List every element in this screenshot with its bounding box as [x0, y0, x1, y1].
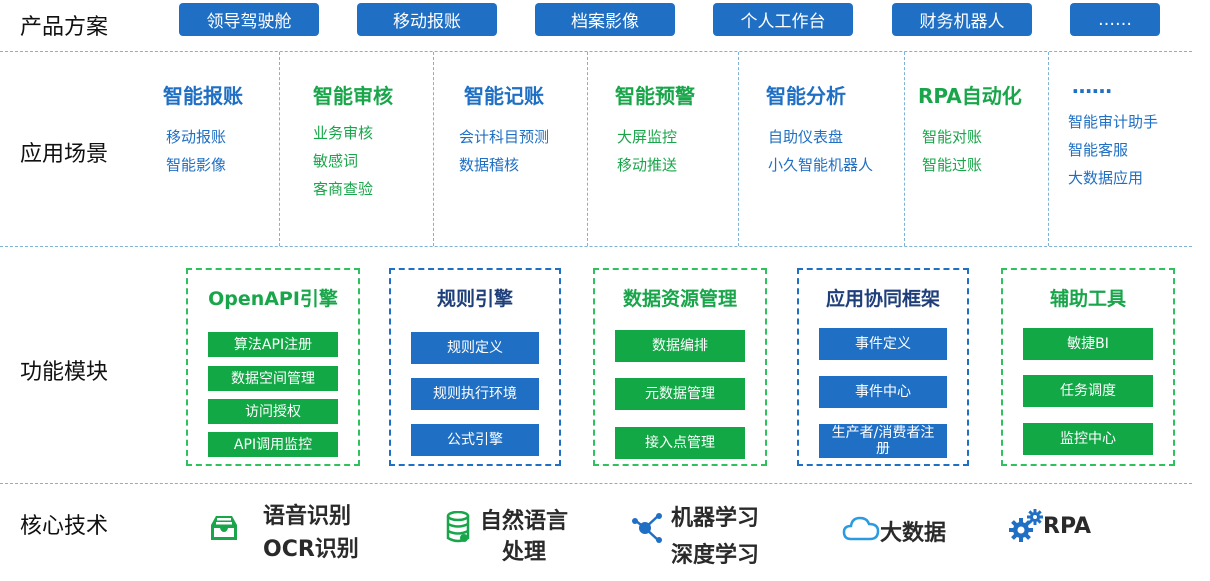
scenario-title: …… [1072, 74, 1112, 98]
module-item[interactable]: 任务调度 [1023, 375, 1153, 407]
column-divider [587, 52, 588, 246]
column-divider [1048, 52, 1049, 246]
product-button-more[interactable]: …… [1070, 3, 1160, 36]
scenario-title: 智能审核 [313, 84, 393, 108]
module-data-resource: 数据资源管理 数据编排 元数据管理 接入点管理 [593, 268, 767, 466]
module-rule-engine: 规则引擎 规则定义 规则执行环境 公式引擎 [389, 268, 561, 466]
core-tech-speech-ocr: 语音识别 OCR识别 [263, 500, 359, 566]
module-item[interactable]: 数据空间管理 [208, 366, 338, 391]
scenario-item: 小久智能机器人 [768, 156, 874, 174]
scenario-item: 自助仪表盘 [768, 128, 844, 146]
scenario-item: 智能过账 [922, 156, 983, 174]
module-item[interactable]: 接入点管理 [615, 427, 745, 459]
scenario-item: 移动推送 [617, 156, 678, 174]
product-button-mobile-expense[interactable]: 移动报账 [357, 3, 497, 36]
module-item[interactable]: 算法API注册 [208, 332, 338, 357]
product-button-finance-robot[interactable]: 财务机器人 [892, 3, 1032, 36]
core-tech-label: 处理 [502, 540, 547, 565]
core-tech-label: 自然语言 [480, 509, 569, 534]
core-tech-label: 大数据 [880, 521, 947, 546]
scenario-item: 智能客服 [1068, 141, 1129, 159]
scenario-item: 业务审核 [313, 124, 374, 142]
scenario-item: 大数据应用 [1068, 169, 1144, 187]
module-item[interactable]: API调用监控 [208, 432, 338, 457]
row-label-core-tech: 核心技术 [20, 514, 109, 539]
column-divider [279, 52, 280, 246]
column-divider [433, 52, 434, 246]
core-tech-label: 语音识别 [263, 504, 352, 529]
scenario-item: 移动报账 [166, 128, 227, 146]
module-item[interactable]: 数据编排 [615, 330, 745, 362]
scenario-title: 智能记账 [464, 84, 544, 108]
row-label-product: 产品方案 [20, 15, 109, 40]
core-tech-label: 机器学习 [671, 506, 760, 531]
module-item[interactable]: 事件中心 [819, 376, 947, 408]
scenario-item: 智能审计助手 [1068, 113, 1159, 131]
scenario-item: 会计科目预测 [459, 128, 550, 146]
scenario-item: 大屏监控 [617, 128, 678, 146]
product-button-cockpit[interactable]: 领导驾驶舱 [179, 3, 319, 36]
core-tech-ml-dl: 机器学习 深度学习 [671, 500, 759, 574]
separator-line [0, 246, 1192, 247]
network-nodes-icon [632, 513, 662, 543]
core-tech-label: OCR识别 [263, 537, 359, 562]
scenario-item: 敏感词 [313, 152, 359, 170]
column-divider [904, 52, 905, 246]
inbox-tray-icon [211, 516, 237, 540]
product-button-workbench[interactable]: 个人工作台 [713, 3, 853, 36]
module-item[interactable]: 访问授权 [208, 399, 338, 424]
module-title: 规则引擎 [436, 288, 513, 310]
scenario-title: 智能预警 [615, 84, 695, 108]
scenario-item: 智能对账 [922, 128, 983, 146]
scenario-title: 智能报账 [163, 84, 243, 108]
module-item[interactable]: 监控中心 [1023, 423, 1153, 455]
scenario-column: 智能分析 自助仪表盘 小久智能机器人 [766, 80, 873, 179]
module-title: 应用协同框架 [825, 288, 940, 310]
product-button-archive-image[interactable]: 档案影像 [535, 3, 675, 36]
scenario-column: 智能预警 大屏监控 移动推送 [615, 80, 695, 179]
separator-line [0, 483, 1192, 484]
module-aux-tools: 辅助工具 敏捷BI 任务调度 监控中心 [1001, 268, 1175, 466]
scenario-title: 智能分析 [766, 84, 846, 108]
module-item[interactable]: 敏捷BI [1023, 328, 1153, 360]
module-title: 数据资源管理 [622, 288, 737, 310]
scenario-item: 智能影像 [166, 156, 227, 174]
scenario-column: …… 智能审计助手 智能客服 大数据应用 [1068, 74, 1158, 192]
scenario-item: 客商查验 [313, 180, 374, 198]
module-item[interactable]: 规则定义 [411, 332, 539, 364]
module-item[interactable]: 生产者/消费者注册 [819, 424, 947, 458]
database-icon [446, 511, 470, 543]
module-item[interactable]: 事件定义 [819, 328, 947, 360]
core-tech-big-data: 大数据 [880, 515, 946, 547]
module-openapi-engine: OpenAPI引擎 算法API注册 数据空间管理 访问授权 API调用监控 [186, 268, 360, 466]
module-item[interactable]: 规则执行环境 [411, 378, 539, 410]
row-label-module: 功能模块 [20, 360, 109, 385]
module-item[interactable]: 公式引擎 [411, 424, 539, 456]
core-tech-label: 深度学习 [671, 543, 760, 568]
gears-icon [1009, 509, 1043, 542]
row-label-scenario: 应用场景 [20, 142, 109, 167]
scenario-title: RPA自动化 [918, 84, 1022, 108]
module-title: OpenAPI引擎 [208, 288, 338, 310]
scenario-item: 数据稽核 [459, 156, 520, 174]
core-tech-label: RPA [1043, 514, 1092, 539]
core-tech-rpa: RPA [1043, 514, 1091, 539]
scenario-column: RPA自动化 智能对账 智能过账 [918, 80, 1022, 179]
module-item[interactable]: 元数据管理 [615, 378, 745, 410]
module-title: 辅助工具 [1049, 288, 1126, 310]
column-divider [738, 52, 739, 246]
scenario-column: 智能报账 移动报账 智能影像 [163, 80, 243, 179]
separator-line [0, 51, 1192, 52]
module-app-collaboration: 应用协同框架 事件定义 事件中心 生产者/消费者注册 [797, 268, 969, 466]
scenario-column: 智能记账 会计科目预测 数据稽核 [459, 80, 549, 179]
cloud-icon [842, 516, 880, 541]
scenario-column: 智能审核 业务审核 敏感词 客商查验 [313, 80, 393, 203]
core-tech-nlp: 自然语言 处理 [480, 506, 568, 568]
